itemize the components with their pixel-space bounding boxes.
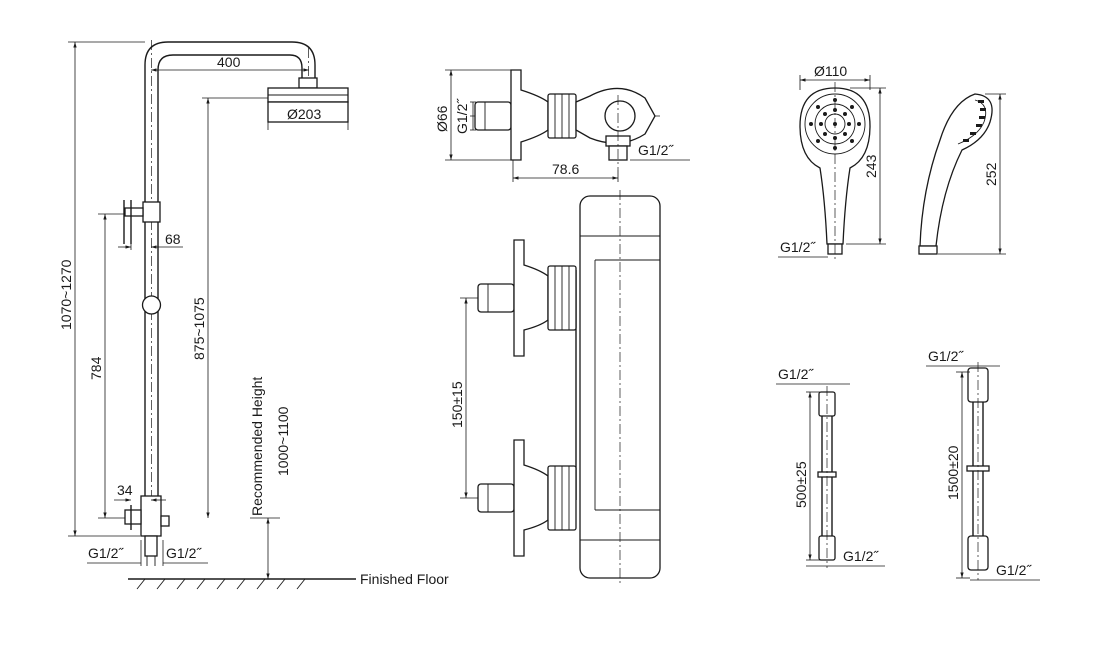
short-hose-bottom-thread-label: G1/2˝ — [843, 548, 879, 564]
hand-shower-diameter-label: Ø110 — [814, 63, 847, 79]
finished-floor-line — [128, 578, 356, 590]
total-height-label: 1070~1270 — [58, 259, 74, 330]
riser-pipe — [144, 41, 316, 520]
short-hose — [817, 386, 837, 568]
finished-floor-label: Finished Floor — [360, 571, 449, 587]
hand-shower-thread-label: G1/2˝ — [780, 239, 816, 255]
long-hose-length-label: 1500±20 — [945, 445, 961, 500]
projection-label: 78.6 — [552, 161, 579, 177]
bottom-diverter — [124, 495, 170, 566]
long-hose — [966, 362, 990, 580]
thermostat-front-view — [477, 190, 661, 585]
thermostat-outlet-thread-label: G1/2˝ — [638, 142, 674, 158]
long-hose-bottom-thread-label: G1/2˝ — [996, 562, 1032, 578]
recommended-height-label: Recommended Height — [249, 377, 265, 516]
short-hose-length-label: 500±25 — [793, 461, 809, 508]
thermostat-top-view — [470, 69, 660, 170]
shower-column: Finished Floor — [58, 40, 449, 590]
hand-shower-length-side-label: 252 — [983, 162, 999, 186]
slide-bar-ball — [141, 295, 162, 315]
long-hose-top-thread-label: G1/2˝ — [928, 348, 964, 364]
hand-shower-front-view — [799, 82, 871, 262]
overhead-shower-head — [267, 77, 349, 123]
arm-length-label: 400 — [217, 54, 241, 70]
diverter-height-label: 784 — [88, 356, 104, 380]
hand-shower-side-view — [918, 93, 993, 255]
hand-shower-length-front-label: 243 — [863, 154, 879, 178]
short-hose-top-thread-label: G1/2˝ — [778, 366, 814, 382]
head-height-label: 875~1075 — [191, 297, 207, 360]
thermostat-inlet-thread-label: G1/2˝ — [454, 98, 470, 134]
inlet-left-thread-label: G1/2˝ — [88, 545, 124, 561]
head-diameter-label: Ø203 — [287, 106, 321, 122]
hand-shower-holder — [123, 200, 161, 244]
inlet-right-thread-label: G1/2˝ — [166, 545, 202, 561]
recommended-height-value: 1000~1100 — [275, 406, 291, 476]
escutcheon-diameter-label: Ø66 — [434, 105, 450, 132]
inlet-offset-label: 34 — [117, 482, 133, 498]
inlet-spacing-label: 150±15 — [449, 381, 465, 428]
holder-offset-label: 68 — [165, 231, 181, 247]
